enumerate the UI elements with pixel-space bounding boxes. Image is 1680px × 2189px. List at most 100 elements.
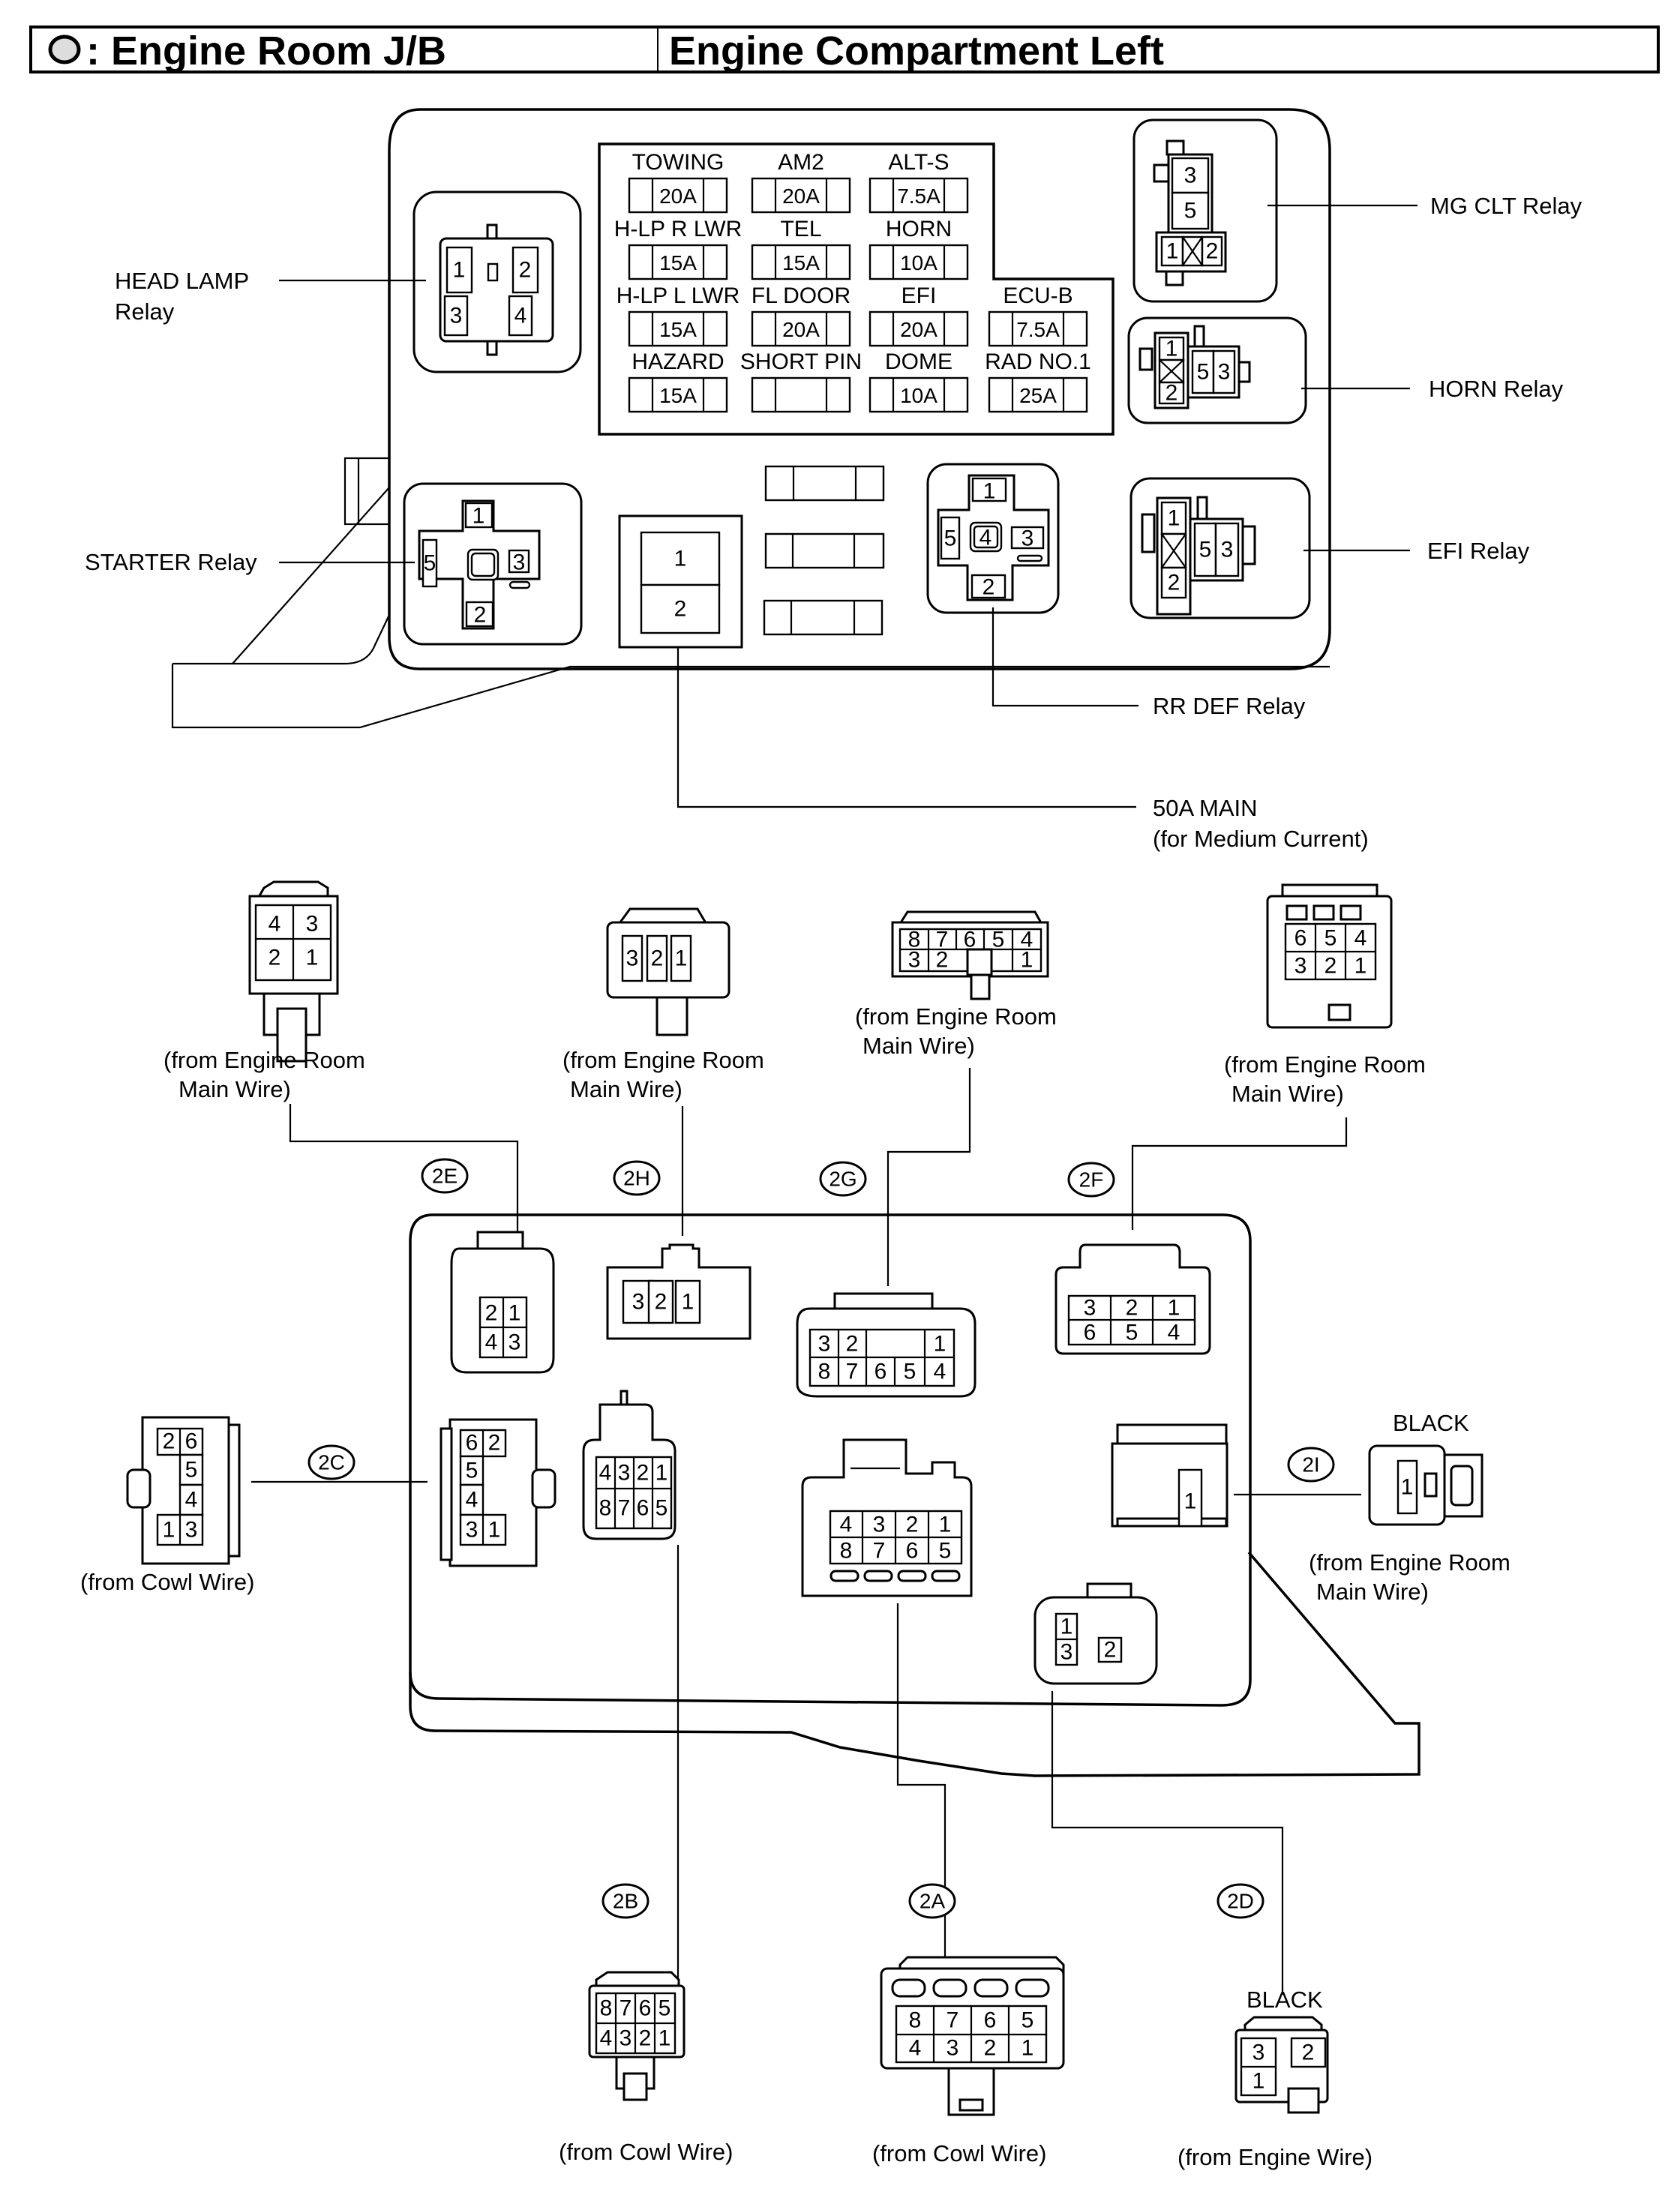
main-fuse-50a[interactable]: 1 2 <box>618 514 743 649</box>
connector-2i-mating[interactable]: 1 <box>1368 1444 1484 1526</box>
2g-jb-pin-1: 1 <box>934 1332 946 1357</box>
fuse-name-label: H-LP L LWR <box>616 283 740 308</box>
spare-fuse-3[interactable] <box>763 599 884 636</box>
connector-2c-mating[interactable]: 2 6 5 4 1 3 <box>126 1416 241 1565</box>
efi-relay-pin-5: 5 <box>1199 538 1212 562</box>
2f-jb-pin-3: 3 <box>1084 1296 1096 1321</box>
header-right-title: Engine Compartment Left <box>669 28 1164 73</box>
connector-2a-jb[interactable]: 4 3 2 1 8 7 6 5 <box>801 1438 973 1597</box>
fuse-name-label: HORN <box>886 217 952 241</box>
2a-jb-pin-8: 8 <box>840 1539 853 1564</box>
spare-fuse-1[interactable] <box>764 465 885 502</box>
connector-2g-jb[interactable]: 3 2 1 8 7 6 5 4 <box>796 1292 976 1398</box>
svg-text:2A: 2A <box>920 1890 946 1913</box>
2h-source-label-1: (from Engine Room <box>562 1047 764 1073</box>
2b-source-label: (from Cowl Wire) <box>559 2139 734 2165</box>
fuse-name-label: FL DOOR <box>752 283 850 308</box>
efi-relay[interactable]: 1 2 5 3 <box>1130 477 1311 619</box>
2c-source-label: (from Cowl Wire) <box>80 1569 255 1595</box>
2a-jb-pin-3: 3 <box>873 1513 886 1537</box>
connector-tag-2g: 2G <box>819 1161 867 1197</box>
connector-2e-mating[interactable]: 4 3 2 1 <box>248 880 339 1063</box>
rr-def-relay-label: RR DEF Relay <box>1153 693 1306 719</box>
2d-source-label: (from Engine Wire) <box>1178 2144 1372 2170</box>
horn-relay-label: HORN Relay <box>1429 376 1564 402</box>
2f-source-label-2: Main Wire) <box>1232 1081 1344 1107</box>
connector-2f-mating[interactable]: 6 5 4 3 2 1 <box>1266 883 1393 1029</box>
2a-mating-pin-6: 6 <box>984 2008 997 2033</box>
spare-fuse-2[interactable] <box>764 532 885 569</box>
2c-mating-pin-5: 5 <box>185 1458 198 1483</box>
2g-mating-pin-8: 8 <box>908 928 921 952</box>
fuse-rating: 15A <box>659 384 697 407</box>
2g-mating-pin-7: 7 <box>936 928 949 952</box>
2e-mating-pin-2: 2 <box>268 946 281 970</box>
connector-2f-jb[interactable]: 3 2 1 6 5 4 <box>1054 1243 1211 1355</box>
main-fuse-pin-1: 1 <box>674 547 687 571</box>
2c-jb-pin-4: 4 <box>466 1488 478 1513</box>
starter-relay[interactable]: 1 5 3 2 <box>403 482 583 646</box>
2g-mating-pin-3: 3 <box>908 948 921 973</box>
connector-2i-jb[interactable]: 1 <box>1111 1423 1228 1528</box>
2f-source-label-1: (from Engine Room <box>1224 1051 1426 1078</box>
2i-source-label-1: (from Engine Room <box>1309 1549 1510 1576</box>
2b-mating-pin-5: 5 <box>658 1996 671 2021</box>
fuse-ecu-b[interactable]: ECU-B7.5A <box>988 283 1088 347</box>
2b-mating-pin-7: 7 <box>620 1996 632 2021</box>
mg-clt-relay[interactable]: 3 5 1 2 <box>1132 118 1278 303</box>
connector-2c-jb[interactable]: 6 2 5 4 3 1 <box>440 1418 556 1567</box>
head-lamp-relay[interactable]: 1 2 3 4 <box>412 190 582 373</box>
2c-jb-pin-2: 2 <box>488 1431 501 1456</box>
fuse-body <box>868 177 969 214</box>
connector-2b-jb[interactable]: 4 3 2 1 8 7 6 5 <box>582 1390 676 1540</box>
horn-relay[interactable]: 1 2 5 3 <box>1127 316 1307 424</box>
connector-2h-mating[interactable]: 3 2 1 <box>606 907 730 1036</box>
connector-2b-mating[interactable]: 8 7 6 5 4 3 2 1 <box>588 1971 686 2101</box>
fuse-rating: 15A <box>659 251 697 274</box>
connector-2g-mating[interactable]: 8 7 6 5 4 3 2 1 <box>891 910 1049 1000</box>
rr-def-relay[interactable]: 1 5 4 3 2 <box>926 463 1060 614</box>
2a-mating-pin-7: 7 <box>946 2008 959 2033</box>
fuse-alt-s[interactable]: ALT-S7.5A <box>868 150 969 214</box>
2e-jb-pin-1: 1 <box>508 1301 521 1326</box>
connector-2d-mating[interactable]: 3 2 1 <box>1234 2016 1329 2114</box>
starter-relay-pin-1: 1 <box>472 504 485 529</box>
connector-2a-mating[interactable]: 8 7 6 5 4 3 2 1 <box>880 1956 1065 2116</box>
connector-2d-jb[interactable]: 1 3 2 <box>1034 1582 1158 1685</box>
2a-mating-pin-2: 2 <box>984 2036 997 2061</box>
2a-jb-pin-4: 4 <box>840 1513 853 1537</box>
fuse-body <box>988 310 1088 347</box>
2b-jb-pin-2: 2 <box>637 1461 650 1486</box>
2b-mating-pin-3: 3 <box>620 2026 632 2051</box>
fuse-rating: 20A <box>900 318 938 341</box>
2a-jb-pin-6: 6 <box>906 1539 919 1564</box>
2i-source-label-2: Main Wire) <box>1316 1579 1429 1605</box>
2f-mating-pin-6: 6 <box>1294 926 1307 951</box>
2g-mating-pin-1: 1 <box>1021 948 1034 973</box>
2f-mating-pin-3: 3 <box>1294 954 1307 979</box>
fuse-name-label: ALT-S <box>888 150 949 175</box>
2c-mating-pin-6: 6 <box>185 1429 198 1454</box>
connector-tag-2d: 2D <box>1216 1883 1264 1919</box>
2c-jb-pin-6: 6 <box>466 1431 478 1456</box>
connector-2h-jb[interactable]: 3 2 1 <box>606 1243 752 1340</box>
svg-text:2B: 2B <box>613 1890 638 1913</box>
2g-jb-pin-7: 7 <box>846 1360 859 1384</box>
head-lamp-pin-4: 4 <box>514 304 527 328</box>
fuse-body <box>988 376 1088 413</box>
fuse-short-pin[interactable]: SHORT PIN <box>740 349 862 413</box>
connector-2e-jb[interactable]: 2 1 4 3 <box>450 1231 555 1374</box>
starter-relay-label: STARTER Relay <box>85 549 257 575</box>
